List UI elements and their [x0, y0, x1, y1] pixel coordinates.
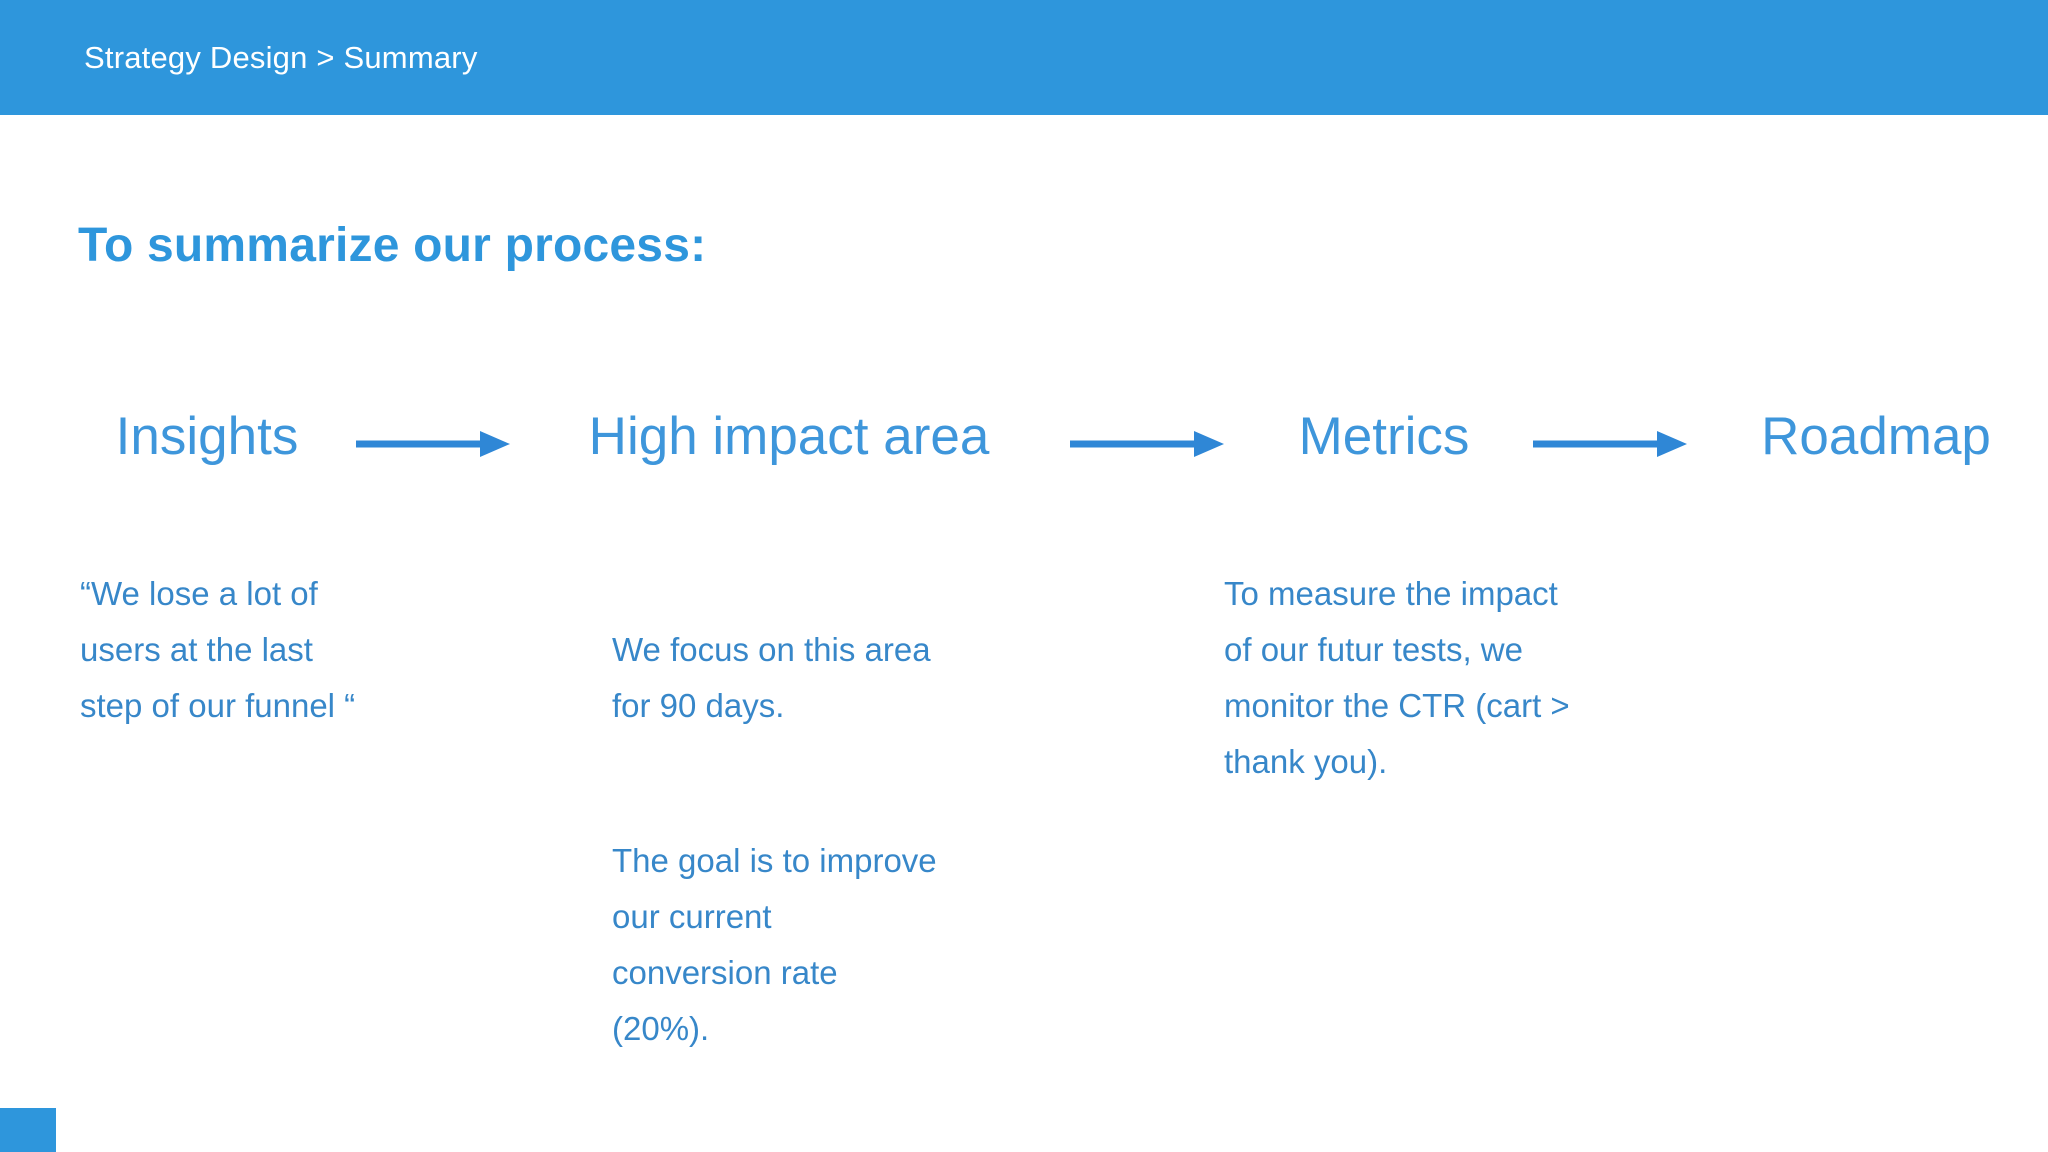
flow-step-metrics: Metrics	[1298, 407, 1470, 466]
note-insights-quote: “We lose a lot of users at the last step…	[80, 575, 356, 724]
flow-step-roadmap: Roadmap	[1761, 407, 1991, 466]
arrow-right-icon	[356, 431, 510, 457]
arrow-right-icon	[1070, 431, 1224, 457]
page-title: To summarize our process:	[78, 219, 707, 272]
breadcrumb: Strategy Design > Summary	[84, 39, 478, 75]
note-metrics: To measure the impact of our futur tests…	[1224, 575, 1570, 780]
flow-step-high-impact-area: High impact area	[588, 407, 990, 466]
arrow-right-icon	[1533, 431, 1687, 457]
note-high-impact-paragraph-2: The goal is to improve our current conve…	[612, 842, 937, 1047]
accent-corner-square	[0, 1108, 56, 1152]
note-high-impact: We focus on this area for 90 days. The g…	[612, 566, 992, 1113]
note-high-impact-paragraph-1: We focus on this area for 90 days.	[612, 631, 931, 724]
breadcrumb-bar: Strategy Design > Summary	[0, 0, 2048, 115]
flow-step-insights: Insights	[115, 407, 299, 466]
